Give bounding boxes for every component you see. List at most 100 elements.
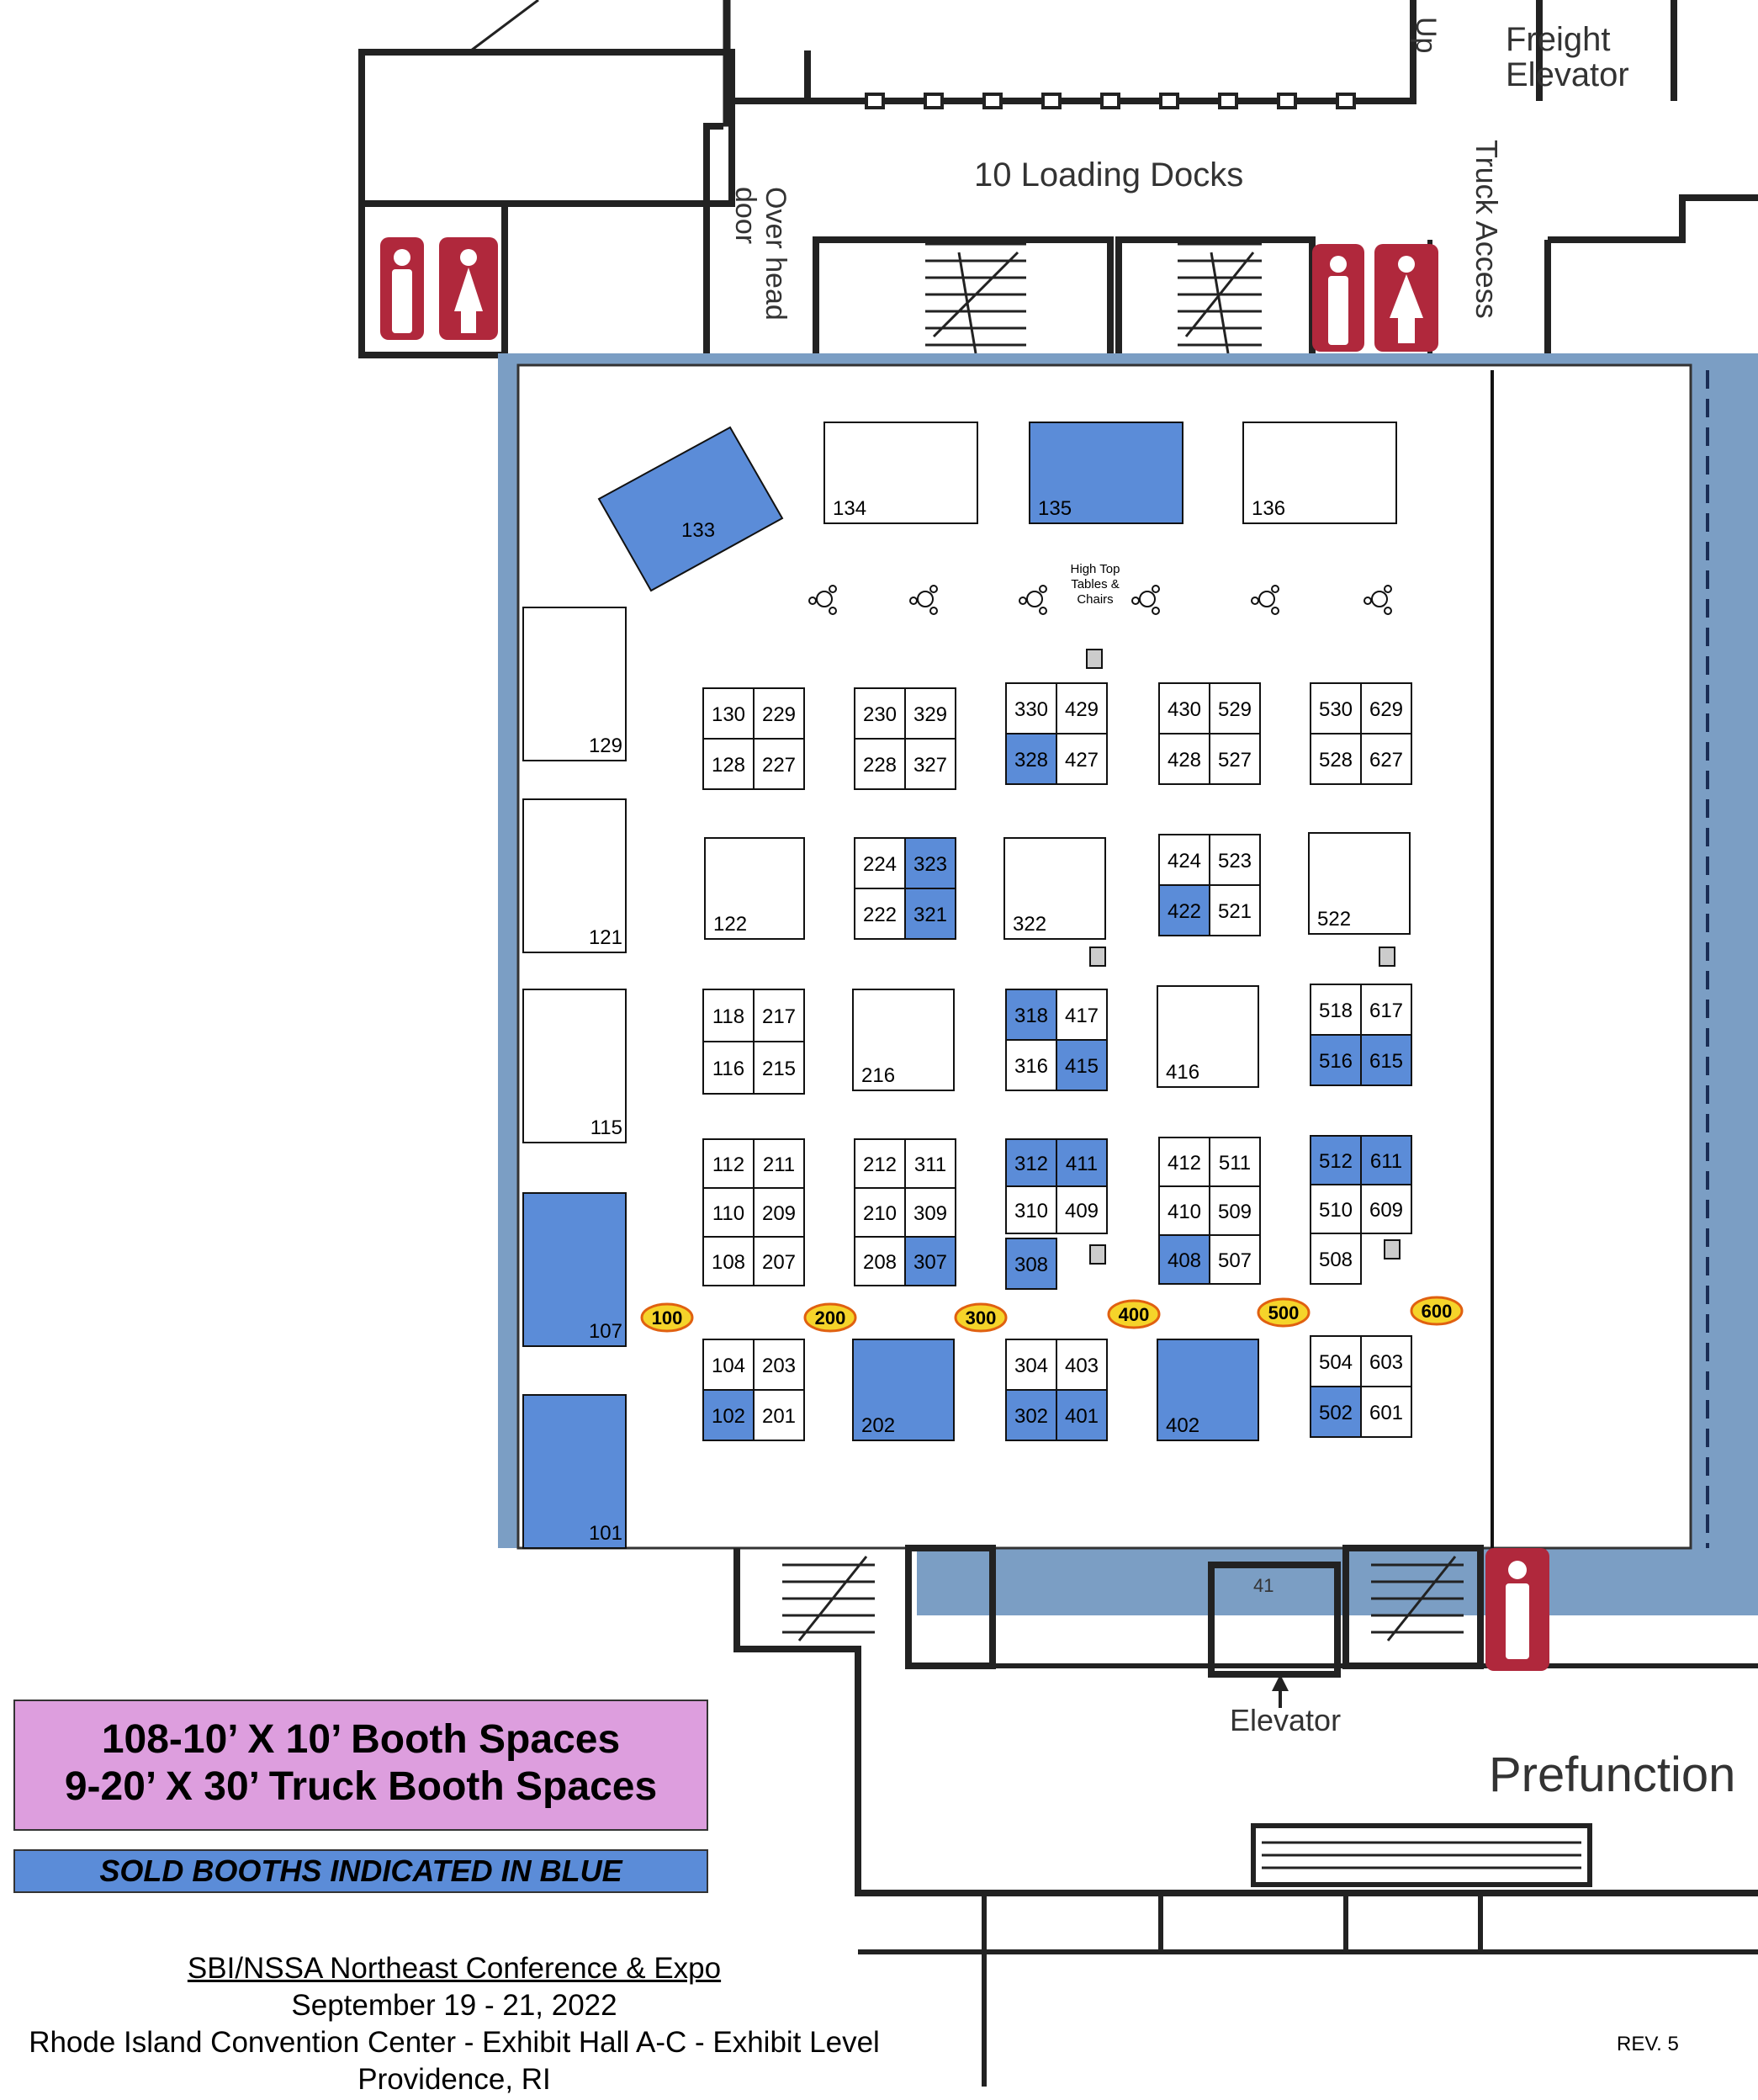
booth-210[interactable]: 210 bbox=[854, 1187, 906, 1238]
booth-502[interactable]: 502 bbox=[1310, 1386, 1362, 1438]
booth-516[interactable]: 516 bbox=[1310, 1034, 1362, 1086]
booth-216-shape[interactable] bbox=[852, 989, 955, 1091]
booth-110[interactable]: 110 bbox=[702, 1187, 755, 1238]
booth-115[interactable]: 115 bbox=[522, 989, 627, 1143]
booth-403-shape[interactable] bbox=[1056, 1339, 1108, 1391]
booth-128[interactable]: 128 bbox=[702, 738, 755, 790]
booth-422-shape[interactable] bbox=[1158, 884, 1210, 936]
booth-133[interactable]: 133 bbox=[597, 426, 784, 592]
booth-101-shape[interactable] bbox=[522, 1394, 627, 1549]
booth-629[interactable]: 629 bbox=[1360, 682, 1412, 734]
booth-409[interactable]: 409 bbox=[1056, 1185, 1108, 1234]
booth-115-shape[interactable] bbox=[522, 989, 627, 1143]
booth-121[interactable]: 121 bbox=[522, 798, 627, 953]
booth-211-shape[interactable] bbox=[753, 1138, 805, 1189]
booth-222[interactable]: 222 bbox=[854, 888, 906, 940]
booth-318[interactable]: 318 bbox=[1005, 989, 1057, 1041]
booth-316[interactable]: 316 bbox=[1005, 1039, 1057, 1091]
booth-530[interactable]: 530 bbox=[1310, 682, 1362, 734]
booth-133-shape[interactable] bbox=[597, 426, 784, 592]
booth-203[interactable]: 203 bbox=[753, 1339, 805, 1391]
booth-601-shape[interactable] bbox=[1360, 1386, 1412, 1438]
booth-410[interactable]: 410 bbox=[1158, 1185, 1210, 1236]
booth-202[interactable]: 202 bbox=[852, 1339, 955, 1441]
booth-615[interactable]: 615 bbox=[1360, 1034, 1412, 1086]
booth-329[interactable]: 329 bbox=[904, 687, 956, 740]
booth-329-shape[interactable] bbox=[904, 687, 956, 740]
booth-411-shape[interactable] bbox=[1056, 1138, 1108, 1187]
booth-529[interactable]: 529 bbox=[1209, 682, 1261, 734]
booth-228-shape[interactable] bbox=[854, 738, 906, 790]
booth-611[interactable]: 611 bbox=[1360, 1135, 1412, 1185]
booth-122-shape[interactable] bbox=[704, 837, 805, 940]
booth-611-shape[interactable] bbox=[1360, 1135, 1412, 1185]
booth-101[interactable]: 101 bbox=[522, 1394, 627, 1549]
booth-627[interactable]: 627 bbox=[1360, 733, 1412, 785]
booth-527[interactable]: 527 bbox=[1209, 733, 1261, 785]
booth-222-shape[interactable] bbox=[854, 888, 906, 940]
booth-207[interactable]: 207 bbox=[753, 1236, 805, 1286]
booth-302[interactable]: 302 bbox=[1005, 1389, 1057, 1441]
booth-401-shape[interactable] bbox=[1056, 1389, 1108, 1441]
booth-412[interactable]: 412 bbox=[1158, 1137, 1210, 1187]
booth-130[interactable]: 130 bbox=[702, 687, 755, 740]
booth-508-shape[interactable] bbox=[1310, 1233, 1362, 1285]
booth-307-shape[interactable] bbox=[904, 1236, 956, 1286]
booth-311-shape[interactable] bbox=[904, 1138, 956, 1189]
booth-312[interactable]: 312 bbox=[1005, 1138, 1057, 1187]
booth-609-shape[interactable] bbox=[1360, 1184, 1412, 1234]
booth-129-shape[interactable] bbox=[522, 607, 627, 761]
booth-417-shape[interactable] bbox=[1056, 989, 1108, 1041]
booth-212[interactable]: 212 bbox=[854, 1138, 906, 1189]
booth-209[interactable]: 209 bbox=[753, 1187, 805, 1238]
booth-309[interactable]: 309 bbox=[904, 1187, 956, 1238]
booth-402[interactable]: 402 bbox=[1157, 1339, 1259, 1441]
booth-308[interactable]: 308 bbox=[1005, 1238, 1057, 1290]
booth-323[interactable]: 323 bbox=[904, 837, 956, 889]
booth-401[interactable]: 401 bbox=[1056, 1389, 1108, 1441]
booth-415-shape[interactable] bbox=[1056, 1039, 1108, 1091]
booth-316-shape[interactable] bbox=[1005, 1039, 1057, 1091]
booth-323-shape[interactable] bbox=[904, 837, 956, 889]
booth-215-shape[interactable] bbox=[753, 1041, 805, 1095]
booth-518-shape[interactable] bbox=[1310, 984, 1362, 1036]
booth-629-shape[interactable] bbox=[1360, 682, 1412, 734]
booth-207-shape[interactable] bbox=[753, 1236, 805, 1286]
booth-609[interactable]: 609 bbox=[1360, 1184, 1412, 1234]
booth-429-shape[interactable] bbox=[1056, 682, 1108, 734]
booth-428[interactable]: 428 bbox=[1158, 733, 1210, 785]
booth-216[interactable]: 216 bbox=[852, 989, 955, 1091]
booth-102-shape[interactable] bbox=[702, 1389, 755, 1441]
booth-201[interactable]: 201 bbox=[753, 1389, 805, 1441]
booth-209-shape[interactable] bbox=[753, 1187, 805, 1238]
booth-304[interactable]: 304 bbox=[1005, 1339, 1057, 1391]
booth-310-shape[interactable] bbox=[1005, 1185, 1057, 1234]
booth-321[interactable]: 321 bbox=[904, 888, 956, 940]
booth-511-shape[interactable] bbox=[1209, 1137, 1261, 1187]
booth-428-shape[interactable] bbox=[1158, 733, 1210, 785]
booth-523-shape[interactable] bbox=[1209, 834, 1261, 886]
booth-228[interactable]: 228 bbox=[854, 738, 906, 790]
booth-134[interactable]: 134 bbox=[823, 422, 978, 524]
booth-136-shape[interactable] bbox=[1242, 422, 1397, 524]
booth-427-shape[interactable] bbox=[1056, 733, 1108, 785]
booth-422[interactable]: 422 bbox=[1158, 884, 1210, 936]
booth-215[interactable]: 215 bbox=[753, 1041, 805, 1095]
booth-430[interactable]: 430 bbox=[1158, 682, 1210, 734]
booth-104[interactable]: 104 bbox=[702, 1339, 755, 1391]
booth-130-shape[interactable] bbox=[702, 687, 755, 740]
booth-136[interactable]: 136 bbox=[1242, 422, 1397, 524]
booth-522-shape[interactable] bbox=[1308, 832, 1411, 935]
booth-128-shape[interactable] bbox=[702, 738, 755, 790]
booth-409-shape[interactable] bbox=[1056, 1185, 1108, 1234]
booth-330[interactable]: 330 bbox=[1005, 682, 1057, 734]
booth-135-shape[interactable] bbox=[1029, 422, 1183, 524]
booth-121-shape[interactable] bbox=[522, 798, 627, 953]
booth-322[interactable]: 322 bbox=[1003, 837, 1106, 940]
booth-116[interactable]: 116 bbox=[702, 1041, 755, 1095]
booth-229[interactable]: 229 bbox=[753, 687, 805, 740]
booth-310[interactable]: 310 bbox=[1005, 1185, 1057, 1234]
booth-118[interactable]: 118 bbox=[702, 989, 755, 1042]
booth-201-shape[interactable] bbox=[753, 1389, 805, 1441]
booth-217-shape[interactable] bbox=[753, 989, 805, 1042]
